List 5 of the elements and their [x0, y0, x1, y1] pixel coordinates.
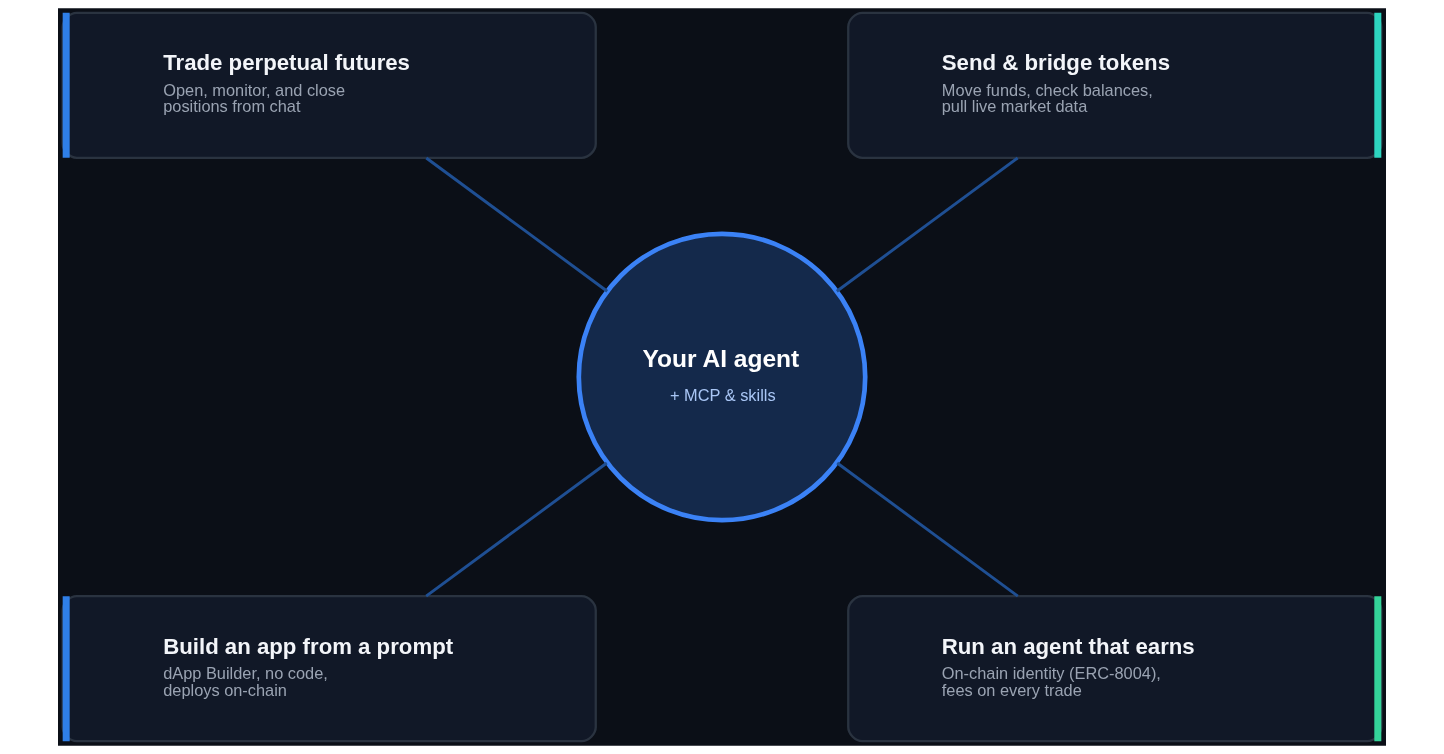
- node-circle: Your AI agent + MCP & skills: [576, 231, 868, 523]
- connector: [835, 156, 1019, 293]
- connector: [425, 156, 609, 293]
- connector: [836, 461, 1019, 598]
- connector: [425, 461, 608, 598]
